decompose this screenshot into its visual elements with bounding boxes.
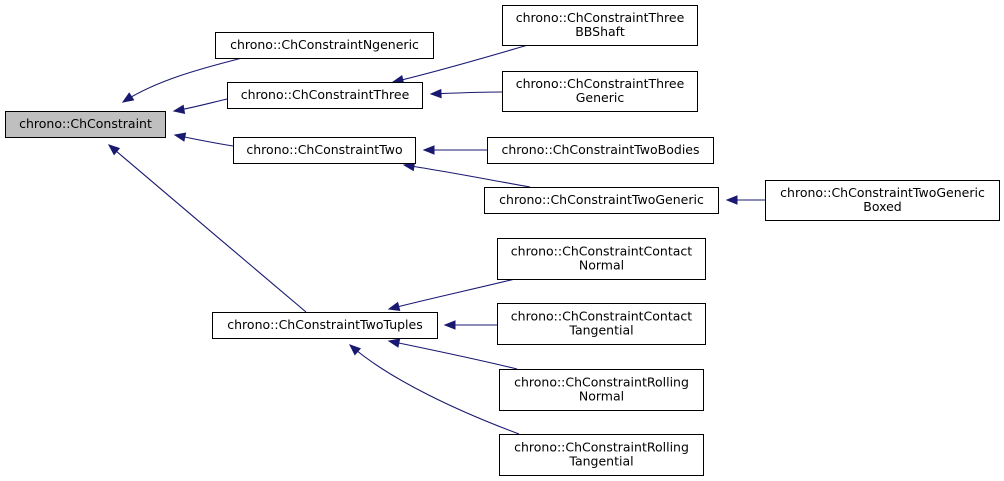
edge-line: [388, 340, 518, 370]
inheritance-edge-ch-constraint-two: [173, 132, 234, 147]
edge-line: [349, 344, 520, 435]
node-label: BBShaft: [575, 24, 625, 39]
arrowhead-icon: [387, 338, 401, 348]
arrowhead-icon: [422, 145, 435, 155]
node-label: Tangential: [568, 454, 633, 469]
inheritance-edge-ch-constraint-two-generic-boxed: [725, 195, 765, 205]
node-box: [5, 111, 166, 138]
inheritance-edge-ch-constraint-three: [172, 98, 228, 114]
node-box: [502, 5, 698, 46]
node-box: [227, 82, 423, 109]
class-node-ch-constraint-three[interactable]: chrono::ChConstraintThree: [227, 82, 423, 109]
class-node-ch-constraint-ngeneric[interactable]: chrono::ChConstraintNgeneric: [215, 32, 434, 59]
arrowhead-icon: [387, 301, 401, 311]
node-label: chrono::ChConstraintTwoTuples: [227, 317, 422, 332]
edge-line: [108, 144, 307, 313]
node-label: chrono::ChConstraintTwoGeneric: [499, 192, 704, 207]
inheritance-edge-ch-constraint-two-bodies: [422, 145, 488, 155]
node-label: chrono::ChConstraintRolling: [514, 440, 689, 455]
inheritance-edge-ch-constraint-contact-normal: [387, 278, 516, 311]
node-label: chrono::ChConstraint: [19, 116, 152, 131]
class-node-ch-constraint: chrono::ChConstraint: [5, 111, 166, 138]
node-box: [497, 303, 706, 345]
inheritance-edge-ch-constraint-rolling-normal: [387, 338, 518, 370]
node-label: chrono::ChConstraintContact: [511, 244, 692, 259]
class-node-ch-constraint-two-tuples[interactable]: chrono::ChConstraintTwoTuples: [212, 312, 438, 339]
arrowhead-icon: [429, 88, 442, 99]
node-label: Normal: [579, 389, 624, 404]
class-node-ch-constraint-two-bodies[interactable]: chrono::ChConstraintTwoBodies: [487, 137, 714, 164]
node-label: chrono::ChConstraintThree: [516, 76, 685, 91]
inheritance-edge-ch-constraint-two-tuples: [107, 144, 307, 313]
node-label: chrono::ChConstraintTwoBodies: [501, 142, 699, 157]
nodes: chrono::ChConstraintchrono::ChConstraint…: [5, 5, 1000, 476]
node-box: [497, 238, 706, 280]
node-box: [484, 187, 719, 214]
node-label: chrono::ChConstraintNgeneric: [230, 37, 419, 52]
class-node-ch-constraint-two[interactable]: chrono::ChConstraintTwo: [233, 137, 416, 164]
node-box: [499, 434, 704, 476]
node-box: [215, 32, 434, 59]
node-box: [502, 71, 698, 112]
node-label: chrono::ChConstraintRolling: [514, 375, 689, 390]
node-box: [212, 312, 438, 339]
node-label: chrono::ChConstraintTwo: [246, 142, 402, 157]
arrowhead-icon: [107, 144, 121, 156]
node-label: chrono::ChConstraintContact: [511, 309, 692, 324]
node-box: [499, 369, 704, 411]
edge-line: [430, 91, 503, 95]
arrowhead-icon: [173, 132, 187, 142]
edge-line: [392, 44, 529, 83]
node-label: chrono::ChConstraintTwoGeneric: [780, 185, 985, 200]
node-box: [765, 180, 1000, 221]
inheritance-edge-ch-constraint-rolling-tangential: [348, 344, 520, 435]
inheritance-edge-ch-constraint-two-generic: [402, 161, 531, 188]
edge-line: [388, 278, 516, 310]
node-label: Normal: [579, 258, 624, 273]
node-box: [487, 137, 714, 164]
node-label: chrono::ChConstraintThree: [516, 10, 685, 25]
arrowhead-icon: [443, 320, 456, 330]
inheritance-edge-ch-constraint-contact-tangential: [443, 320, 498, 330]
class-node-ch-constraint-two-generic[interactable]: chrono::ChConstraintTwoGeneric: [484, 187, 719, 214]
node-label: chrono::ChConstraintThree: [241, 87, 410, 102]
inheritance-edge-ch-constraint-ngeneric: [121, 57, 243, 103]
node-label: Boxed: [863, 199, 901, 214]
arrowhead-icon: [348, 344, 362, 356]
node-label: Generic: [576, 90, 625, 105]
node-label: Tangential: [568, 323, 633, 338]
arrowhead-icon: [725, 195, 738, 205]
arrowhead-icon: [172, 104, 186, 114]
edges: [107, 44, 765, 435]
edge-line: [122, 57, 243, 103]
node-box: [233, 137, 416, 164]
arrowhead-icon: [121, 92, 135, 103]
edge-line: [403, 164, 531, 188]
inheritance-edge-ch-constraint-three-generic: [429, 88, 503, 99]
